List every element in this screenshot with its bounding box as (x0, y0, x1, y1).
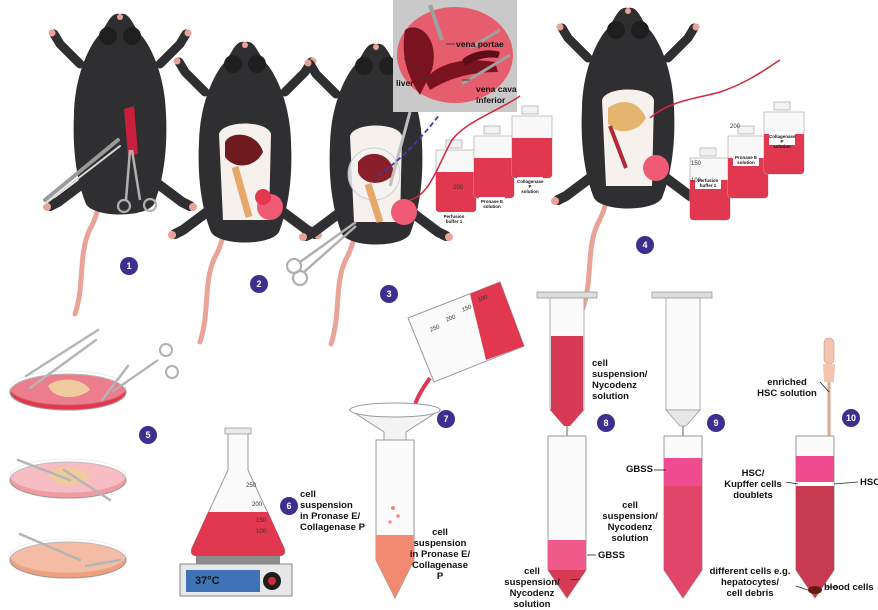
beaker-pouring-step7 (407, 281, 525, 383)
perfusion-buffer-label-step4: Perfusion buffer 1 (697, 178, 719, 188)
heater-plate-step6 (179, 556, 293, 597)
flask-tick-150: 150 (256, 518, 267, 524)
step-badge-1: 1 (120, 257, 138, 275)
label-plate-collagenase-step3 (517, 177, 543, 190)
liver-label: liver (396, 78, 414, 88)
step-badge-3: 3 (380, 285, 398, 303)
bottle-collagenase-step3 (511, 105, 553, 179)
step7-suspension-label: cell suspension in Pronase E/ Collagenas… (409, 527, 471, 582)
vena-portae-label: vena portae (456, 39, 504, 49)
conical-tube-step8 (547, 435, 587, 599)
step8-nycodenz-bottom-label: cell suspension/ Nycodenz solution (504, 566, 560, 610)
step6-suspension-label: cell suspension in Pronase E/ Collagenas… (300, 489, 365, 533)
label-plate-pronase-step4 (733, 153, 759, 166)
temperature-display: 37°C (195, 575, 220, 587)
conical-tube-step7 (375, 439, 415, 600)
conical-tube-step10 (795, 435, 835, 599)
scissors-step5-icon (111, 343, 179, 393)
step9-nycodenz-label: cell suspension/ Nycodenz solution (602, 500, 658, 544)
step10-hsc-label: HSC (860, 477, 878, 488)
label-plate-pronase-step3 (479, 197, 505, 210)
funnel-step7 (348, 402, 442, 451)
bottle-tick-200-step4: 200 (730, 124, 741, 130)
forceps-step5-icons (16, 328, 130, 568)
step-badge-2: 2 (250, 275, 268, 293)
mouse-step2-illustration (168, 42, 322, 342)
needle-step3-icon (388, 111, 412, 187)
flask-tick-100: 100 (256, 529, 267, 535)
label-connector-lines (570, 381, 859, 591)
flask-tick-200: 200 (252, 502, 263, 508)
step8-gbss-label: GBSS (598, 550, 625, 561)
perfusion-buffer-label-step3: Perfusion buffer 1 (443, 214, 465, 224)
tubing-step3 (409, 95, 521, 201)
conical-tube-step9 (663, 435, 703, 599)
step-badge-5: 5 (139, 426, 157, 444)
dish-step5-bottom (9, 538, 127, 579)
step10-doublets-label: HSC/ Kupffer cells doublets (724, 468, 782, 501)
collagenase-label-step3: Collagenase P solution (517, 179, 544, 194)
collagenase-label-step4: Collagenase P solution (769, 134, 796, 149)
mouse-step3-illustration (299, 44, 453, 344)
label-plate-perfusion-step4 (695, 176, 721, 189)
syringe-step8 (536, 291, 598, 552)
step-badge-7: 7 (437, 410, 455, 428)
bottle-perfusion-step3 (435, 139, 477, 213)
syringe-step9 (651, 291, 713, 444)
step10-blood-cells-label: blood cells (824, 582, 874, 593)
step-badge-9: 9 (707, 414, 725, 432)
step-badge-6: 6 (280, 497, 298, 515)
step9-gbss-label: GBSS (626, 464, 653, 475)
scissors-step3-icon (285, 220, 357, 287)
dashed-arrow-to-inset (377, 113, 441, 177)
pronase-label-step4: Pronase E solution (734, 155, 757, 165)
tubing-step4 (649, 59, 781, 119)
step-badge-8: 8 (597, 414, 615, 432)
scissors-step1-icon (116, 149, 158, 214)
flask-tick-250: 250 (246, 483, 257, 489)
step-badge-4: 4 (636, 236, 654, 254)
mouse-step4-illustration (551, 8, 705, 308)
label-plate-perfusion-step3 (441, 212, 467, 226)
erlenmeyer-flask-step6 (190, 427, 286, 557)
pronase-label-step3: Pronase E solution (480, 199, 503, 209)
step10-debris-label: different cells e.g. hepatocytes/ cell d… (709, 566, 791, 599)
bottle-tick-100-step4: 100 (691, 178, 702, 184)
liver-vessel-inset (393, 0, 517, 112)
forceps-step1-icon (43, 138, 121, 205)
step10-enriched-label: enriched HSC solution (757, 377, 817, 399)
label-plate-collagenase-step4 (769, 132, 795, 145)
vena-cava-inferior-label: vena cava inferior (476, 84, 517, 105)
step8-nycodenz-top-label: cell suspension/ Nycodenz solution (592, 358, 648, 402)
bottle-tick-150-step4: 150 (691, 161, 702, 167)
mouse-step1-illustration (43, 14, 197, 314)
step-badge-10: 10 (842, 409, 860, 427)
bottle-pronase-step3 (473, 125, 515, 199)
bottle-tick-200-step3: 200 (453, 185, 464, 191)
